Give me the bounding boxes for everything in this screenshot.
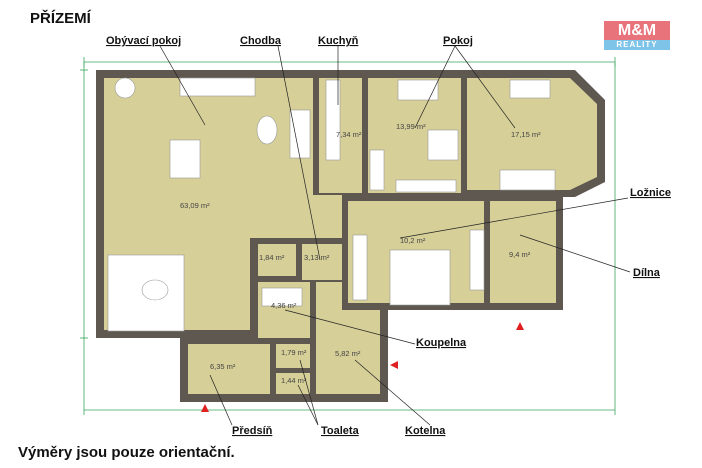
area-kotelna: 5,82 m² xyxy=(335,349,361,358)
room-dilna xyxy=(490,201,556,303)
area-loznice: 10,2 m² xyxy=(400,236,426,245)
label-toaleta: Toaleta xyxy=(321,425,360,437)
disclaimer: Výměry jsou pouze orientační. xyxy=(18,444,235,461)
room-maly xyxy=(258,244,296,276)
furniture xyxy=(107,77,556,332)
area-predsin: 6,35 m² xyxy=(210,362,236,371)
mm-reality-logo: M&M REALITY xyxy=(604,21,670,52)
label-koupelna: Koupelna xyxy=(416,337,467,349)
area-dilna: 9,4 m² xyxy=(509,250,531,259)
label-kotelna: Kotelna xyxy=(405,425,446,437)
area-pokoj-2: 17,15 m² xyxy=(511,130,541,139)
area-toaleta-2: 1,44 m² xyxy=(281,376,307,385)
page-title: PŘÍZEMÍ xyxy=(30,10,91,27)
label-predsin: Předsíň xyxy=(232,425,273,437)
area-obyvaci: 63,09 m² xyxy=(180,201,210,210)
entrance-marker xyxy=(516,322,524,330)
area-toaleta-1: 1,79 m² xyxy=(281,348,307,357)
logo-bottom: REALITY xyxy=(604,40,670,50)
room-toaleta-2 xyxy=(276,373,310,394)
label-dilna: Dílna xyxy=(633,267,661,279)
room-pokoj-2 xyxy=(467,78,597,190)
label-loznice: Ložnice xyxy=(630,187,671,199)
entrance-marker xyxy=(390,361,398,369)
area-kuchyn: 7,34 m² xyxy=(336,130,362,139)
dimension-lines xyxy=(80,57,616,415)
label-kuchyn: Kuchyň xyxy=(318,35,359,47)
room-toaleta-1 xyxy=(276,344,310,368)
area-maly: 1,84 m² xyxy=(259,253,285,262)
label-obyvaci-pokoj: Obývací pokoj xyxy=(106,35,181,47)
area-pokoj-1: 13,99 m² xyxy=(396,122,426,131)
room-kotelna xyxy=(316,282,380,394)
area-koupelna: 4,36 m² xyxy=(271,301,297,310)
label-pokoj: Pokoj xyxy=(443,35,473,47)
label-chodba: Chodba xyxy=(240,35,282,47)
room-predsin xyxy=(188,344,270,394)
room-chodba xyxy=(302,244,342,280)
leader-lines xyxy=(159,45,631,426)
area-chodba: 3,13 m² xyxy=(304,253,330,262)
logo-top: M&M xyxy=(604,21,670,40)
entrance-marker xyxy=(201,404,209,412)
